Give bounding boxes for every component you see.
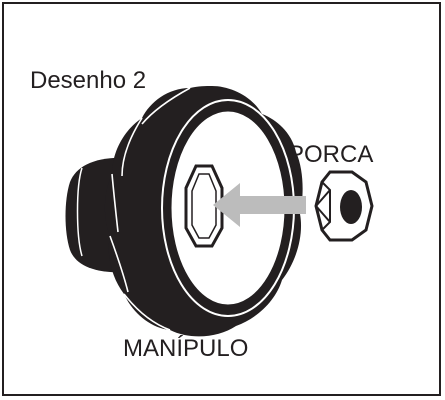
- knob-label: MANÍPULO: [123, 335, 249, 362]
- hex-recess-inner: [191, 173, 217, 239]
- nut-hole: [340, 190, 362, 224]
- nut-edges: [315, 181, 331, 231]
- hex-recess: [184, 164, 224, 248]
- diagram-title: Desenho 2: [30, 67, 147, 94]
- insert-arrow: [213, 183, 306, 227]
- knob-knurl-lines: [109, 87, 191, 331]
- knob-stem-highlight: [76, 167, 83, 257]
- nut-label: PORCA: [288, 141, 374, 168]
- insert-arrow-icon: [213, 183, 306, 227]
- hex-nut-icon: [314, 170, 374, 242]
